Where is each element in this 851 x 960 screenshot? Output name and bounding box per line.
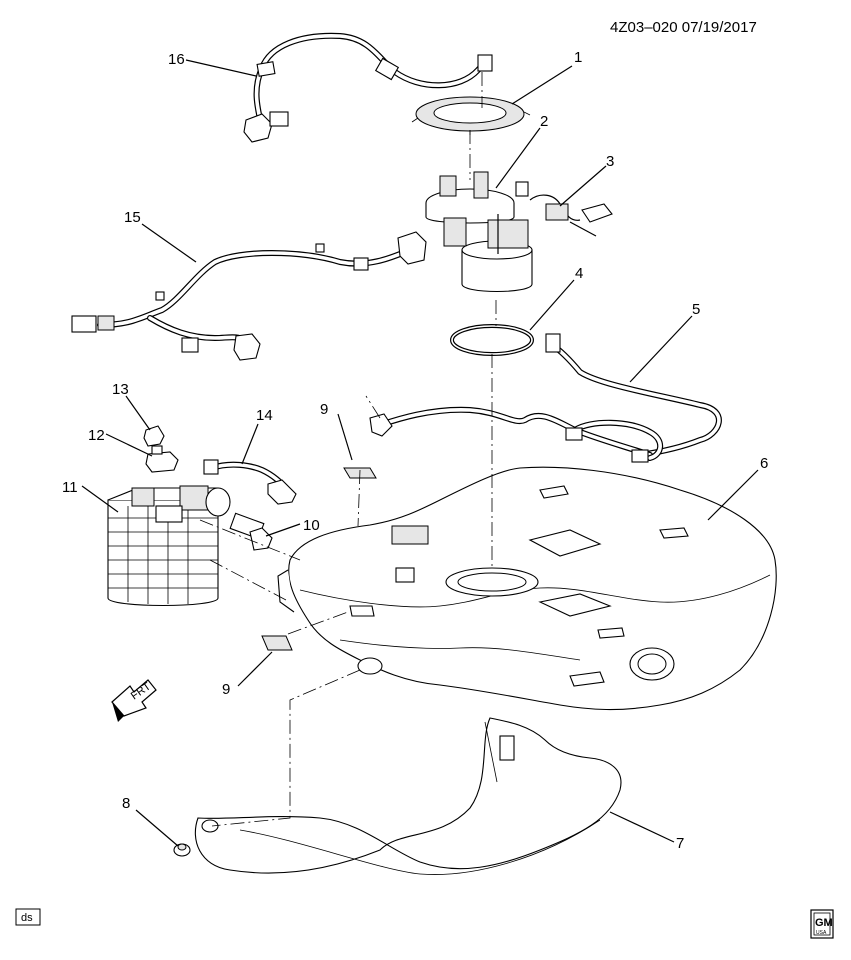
gm-logo-sub: USA <box>816 930 827 936</box>
callout-15: 15 <box>124 209 141 226</box>
callout-11: 11 <box>62 479 78 496</box>
part-7-tank-shield <box>194 717 622 875</box>
callout-6: 6 <box>760 455 768 472</box>
part-9-pad-lower <box>261 635 293 651</box>
callout-9-lower: 9 <box>222 681 230 698</box>
part-10-vent-solenoid <box>229 512 273 551</box>
callout-14: 14 <box>256 407 273 424</box>
callout-labels: 1 2 3 4 5 6 7 8 9 9 10 11 12 13 14 15 16 <box>62 49 768 852</box>
gm-logo-icon: GM USA <box>810 909 834 939</box>
ds-label: ds <box>21 912 33 924</box>
part-3-fuel-level-sensor <box>515 181 613 237</box>
callout-12: 12 <box>88 427 105 444</box>
part-11-evap-canister <box>107 485 231 607</box>
callout-1: 1 <box>574 49 582 66</box>
callout-5: 5 <box>692 301 700 318</box>
callout-9-upper: 9 <box>320 401 328 418</box>
callout-13: 13 <box>112 381 129 398</box>
part-8-plug <box>173 843 191 857</box>
diagram-code: 4Z03–020 07/19/2017 <box>610 19 757 36</box>
part-1-lock-ring <box>411 96 531 135</box>
callout-2: 2 <box>540 113 548 130</box>
part-6-fuel-tank <box>277 466 777 711</box>
part-12-connector <box>145 445 179 473</box>
callout-16: 16 <box>168 51 185 68</box>
part-5-fuel-feed-pipe <box>545 333 722 458</box>
part-15-wiring-harness <box>71 231 427 361</box>
front-orientation-arrow-icon: FRT <box>111 679 157 722</box>
part-4-seal <box>450 324 534 356</box>
part-14-evap-hose <box>203 459 297 505</box>
callout-10: 10 <box>303 517 320 534</box>
part-2-fuel-pump-module <box>425 171 533 293</box>
vapor-pipe <box>365 395 664 463</box>
part-16-wiring-harness <box>243 32 493 143</box>
callout-7: 7 <box>676 835 684 852</box>
callout-8: 8 <box>122 795 130 812</box>
assembly-centerlines <box>199 72 497 827</box>
callout-4: 4 <box>575 265 583 282</box>
part-13-clip <box>143 425 165 447</box>
ds-badge: ds <box>15 908 41 926</box>
leader-lines <box>81 59 759 847</box>
callout-3: 3 <box>606 153 614 170</box>
gm-logo-text: GM <box>815 917 833 929</box>
